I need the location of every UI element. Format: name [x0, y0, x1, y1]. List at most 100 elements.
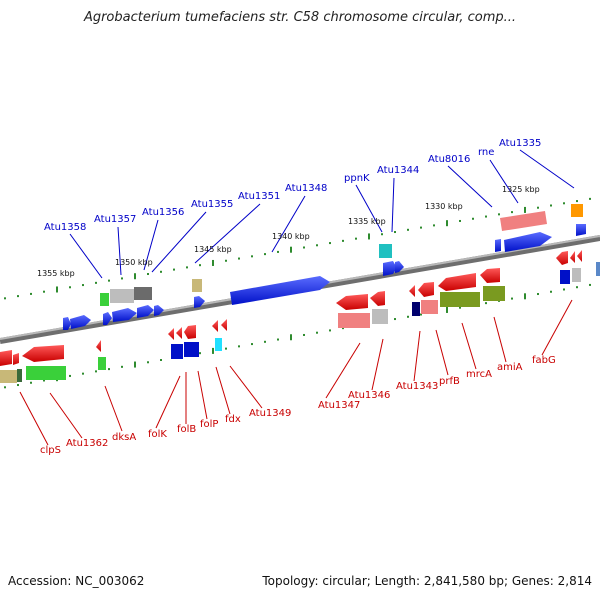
gene-label: mrcA — [466, 369, 492, 380]
gene-features — [0, 204, 600, 383]
track-tick — [511, 297, 513, 300]
gene-arrow — [418, 282, 434, 297]
track-tick — [433, 224, 435, 227]
gene-arrow — [570, 251, 575, 263]
gene-arrow — [577, 250, 582, 262]
gene-arrow — [409, 285, 415, 297]
leader-line — [371, 338, 384, 391]
leader-line — [197, 370, 208, 420]
leader-line — [49, 392, 83, 439]
track-tick — [17, 384, 19, 387]
gene-arrow — [500, 211, 547, 231]
reverse-gene-labels: clpS Atu1362 dksA folK folB folP fdx Atu… — [40, 355, 556, 456]
gene-label: Atu1357 — [94, 214, 136, 225]
gene-arrow — [63, 317, 71, 330]
track-tick — [264, 340, 266, 343]
track-tick — [69, 286, 71, 289]
gene-label: fdx — [225, 414, 241, 425]
gene-label: Atu1358 — [44, 222, 86, 233]
track-tick — [212, 347, 214, 354]
leader-line — [143, 219, 159, 271]
track-tick — [82, 372, 84, 375]
track-tick — [537, 293, 539, 296]
gene-arrow — [22, 345, 64, 362]
gene-arrow — [154, 305, 164, 316]
track-tick — [407, 228, 409, 231]
leader-line — [271, 195, 306, 253]
track-tick — [173, 268, 175, 271]
track-tick — [394, 318, 396, 321]
gene-label: rne — [478, 147, 494, 158]
scale-label: 1345 kbp — [194, 245, 232, 254]
scale-label: 1325 kbp — [502, 185, 540, 194]
gene-arrow — [230, 276, 330, 305]
gene-block — [596, 262, 600, 276]
scale-label: 1340 kbp — [272, 232, 310, 241]
track-tick — [524, 293, 526, 300]
gene-label: Atu8016 — [428, 154, 470, 165]
leader-line — [151, 211, 207, 273]
track-tick — [4, 297, 6, 300]
leader-line — [489, 159, 519, 204]
gene-block — [412, 302, 420, 316]
gene-label: fabG — [532, 355, 556, 366]
track-tick — [316, 331, 318, 334]
track-tick — [199, 264, 201, 267]
track-tick — [225, 347, 227, 350]
track-tick — [212, 259, 214, 266]
track-tick — [160, 270, 162, 273]
gene-arrow — [70, 315, 91, 329]
track-tick — [56, 286, 58, 293]
gene-arrow — [212, 320, 218, 332]
gene-block — [421, 300, 438, 314]
track-tick — [108, 279, 110, 282]
gene-block — [338, 313, 370, 328]
gene-arrow — [176, 327, 182, 339]
leader-line — [355, 184, 383, 233]
track-tick — [329, 242, 331, 245]
leader-line — [461, 322, 477, 370]
leader-line — [19, 391, 49, 446]
gene-block — [110, 289, 134, 303]
track-tick — [277, 338, 279, 341]
track-tick — [147, 273, 149, 276]
gene-arrow — [137, 305, 154, 318]
track-tick — [394, 231, 396, 234]
gene-label: Atu1362 — [66, 438, 108, 449]
gene-arrow — [438, 273, 476, 291]
gene-block — [215, 338, 222, 351]
gene-label: Atu1347 — [318, 400, 360, 411]
track-tick — [329, 329, 331, 332]
track-tick — [303, 333, 305, 336]
track-tick — [563, 202, 565, 205]
track-tick — [108, 368, 110, 371]
track-tick — [147, 361, 149, 364]
leader-line — [69, 233, 103, 279]
gene-label: Atu1344 — [377, 165, 419, 176]
track-tick — [589, 283, 591, 286]
page-title: Agrobacterium tumefaciens str. C58 chrom… — [83, 10, 517, 25]
gene-block — [572, 268, 581, 282]
gene-arrow — [13, 353, 19, 365]
leader-line — [104, 385, 123, 432]
track-tick — [589, 197, 591, 200]
track-tick — [95, 370, 97, 373]
gene-arrow — [112, 308, 137, 322]
track-tick — [316, 244, 318, 247]
leader-line — [155, 375, 181, 429]
scale-labels: 1355 kbp 1350 kbp 1345 kbp 1340 kbp 1335… — [37, 185, 540, 278]
track-tick — [95, 281, 97, 284]
gene-block — [379, 244, 392, 258]
gene-arrow — [504, 232, 552, 252]
track-tick — [290, 334, 292, 341]
track-tick — [134, 361, 136, 368]
track-tick — [160, 359, 162, 361]
track-tick — [511, 211, 513, 214]
forward-gene-labels: Atu1358 Atu1357 Atu1356 Atu1355 Atu1351 … — [44, 138, 541, 233]
gene-block — [17, 369, 22, 382]
track-tick — [277, 250, 279, 253]
track-tick — [303, 246, 305, 249]
gene-arrow — [370, 291, 385, 306]
